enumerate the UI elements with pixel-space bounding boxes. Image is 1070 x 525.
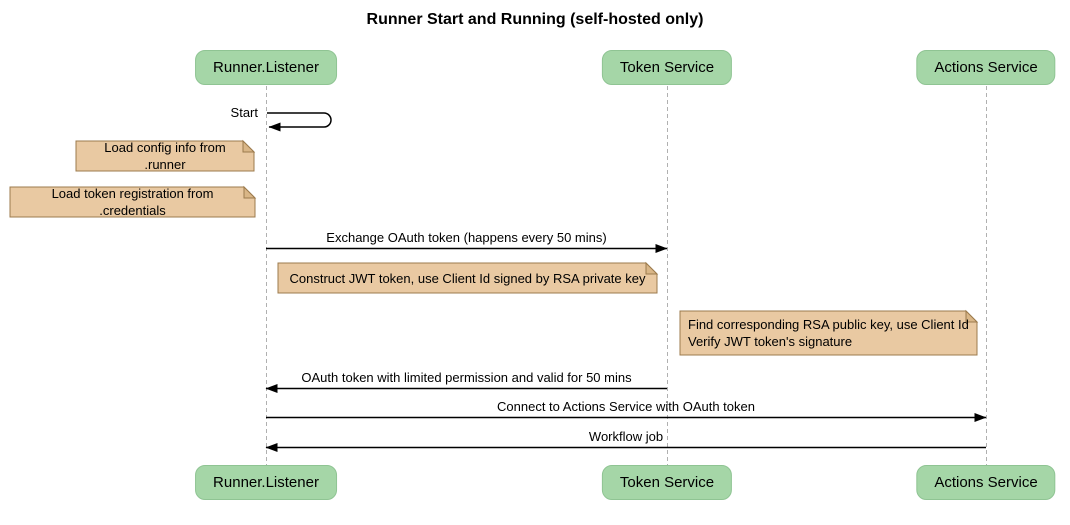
diagram-title: Runner Start and Running (self-hosted on…: [366, 11, 704, 28]
note: [9, 186, 256, 218]
participant-runner-top: Runner.Listener: [195, 50, 337, 85]
note-fold-corner: [242, 139, 256, 153]
self-message-arrow: [267, 112, 332, 132]
note-text: Load token registration from .credential…: [51, 186, 214, 218]
note-fold-corner: [965, 309, 979, 323]
participant-actions-bottom: Actions Service: [916, 465, 1056, 500]
note-text: Construct JWT token, use Client Id signe…: [289, 270, 646, 286]
participant-token-bottom: Token Service: [601, 465, 733, 500]
note: [277, 262, 658, 294]
note: [75, 140, 255, 172]
message-label: OAuth token with limited permission and …: [301, 370, 632, 385]
message-label: Exchange OAuth token (happens every 50 m…: [326, 230, 607, 245]
note-text-line: Find corresponding RSA public key, use C…: [688, 317, 969, 332]
note: [679, 310, 978, 356]
message-label: Workflow job: [588, 429, 664, 444]
note-fold-corner: [645, 261, 659, 275]
note-fold-corner: [243, 185, 257, 199]
participant-actions-top: Actions Service: [916, 50, 1056, 85]
message-label: Connect to Actions Service with OAuth to…: [497, 399, 755, 414]
note-text: Find corresponding RSA public key, use C…: [680, 311, 977, 355]
participant-runner-bottom: Runner.Listener: [195, 465, 337, 500]
note-text-line: Verify JWT token's signature: [688, 334, 853, 349]
participant-token-top: Token Service: [601, 50, 733, 85]
note-text: Load config info from .runner: [104, 140, 226, 172]
message-label: Start: [230, 105, 258, 120]
